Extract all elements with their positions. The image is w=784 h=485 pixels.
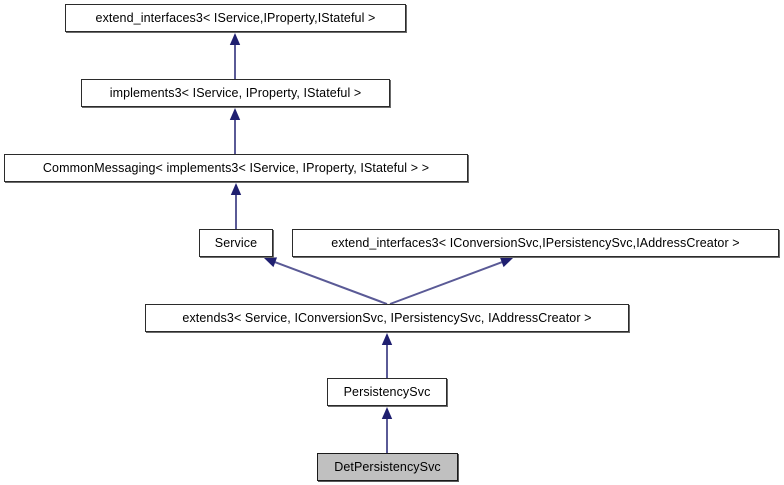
class-node-label: implements3< IService, IProperty, IState… bbox=[109, 85, 362, 100]
class-node-label: DetPersistencySvc bbox=[334, 459, 441, 474]
inheritance-edge bbox=[229, 108, 241, 154]
edge-arrowhead-icon bbox=[499, 257, 513, 268]
inheritance-edge bbox=[230, 183, 242, 229]
class-node-extends3[interactable]: extends3< Service, IConversionSvc, IPers… bbox=[145, 304, 629, 332]
class-node-persistency-svc[interactable]: PersistencySvc bbox=[327, 378, 447, 406]
edge-arrowhead-icon bbox=[229, 33, 241, 45]
edge-line bbox=[389, 260, 504, 305]
class-node-service[interactable]: Service bbox=[199, 229, 273, 257]
class-node-label: CommonMessaging< implements3< IService, … bbox=[42, 160, 430, 175]
inheritance-edge bbox=[389, 257, 513, 305]
inheritance-edge bbox=[264, 257, 388, 305]
edge-arrowhead-icon bbox=[381, 333, 393, 345]
class-node-label: extend_interfaces3< IService,IProperty,I… bbox=[95, 10, 376, 25]
class-node-extend-interfaces3-service[interactable]: extend_interfaces3< IService,IProperty,I… bbox=[65, 4, 406, 32]
edge-arrowhead-icon bbox=[229, 108, 241, 120]
class-node-det-persistency-svc[interactable]: DetPersistencySvc bbox=[317, 453, 458, 481]
edge-line bbox=[273, 260, 388, 305]
inheritance-edge bbox=[381, 407, 393, 453]
class-node-label: extend_interfaces3< IConversionSvc,IPers… bbox=[331, 235, 740, 250]
edge-arrowhead-icon bbox=[230, 183, 242, 195]
class-node-label: Service bbox=[214, 235, 258, 250]
class-node-label: extends3< Service, IConversionSvc, IPers… bbox=[182, 310, 592, 325]
class-node-common-messaging[interactable]: CommonMessaging< implements3< IService, … bbox=[4, 154, 468, 182]
edge-arrowhead-icon bbox=[264, 257, 278, 268]
inheritance-edge bbox=[381, 333, 393, 378]
class-node-implements3[interactable]: implements3< IService, IProperty, IState… bbox=[81, 79, 390, 107]
inheritance-edge bbox=[229, 33, 241, 79]
class-node-label: PersistencySvc bbox=[343, 384, 431, 399]
edge-arrowhead-icon bbox=[381, 407, 393, 419]
class-node-extend-interfaces3-conversion[interactable]: extend_interfaces3< IConversionSvc,IPers… bbox=[292, 229, 779, 257]
